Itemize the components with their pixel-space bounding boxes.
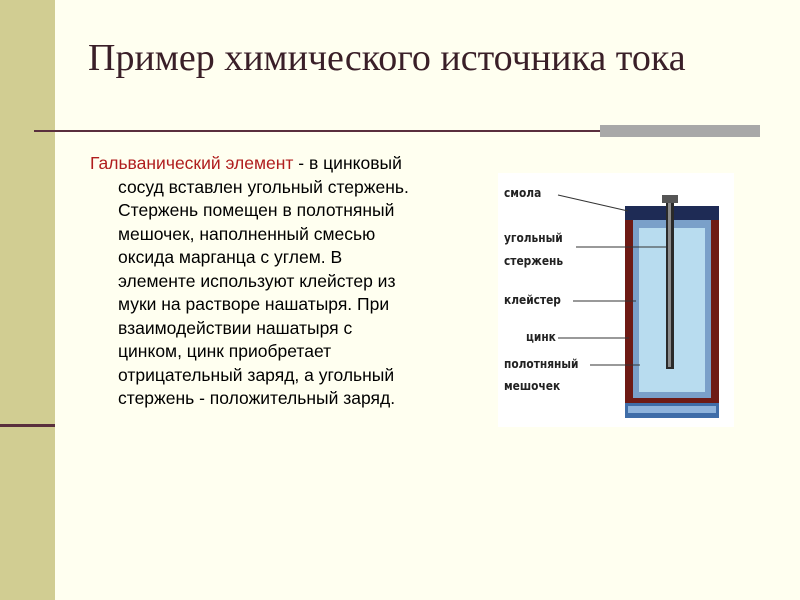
slide-body: Гальванический элемент - в цинковый сосу…: [90, 152, 420, 411]
label-zinc: цинк: [526, 329, 556, 344]
term-highlight: Гальванический элемент: [90, 153, 294, 173]
body-text: - в цинковый сосуд вставлен угольный сте…: [118, 153, 409, 408]
label-linen-bag-1: полотняный: [504, 356, 579, 371]
battery-illustration: [557, 194, 719, 418]
carbon-rod-shine: [668, 203, 671, 367]
label-resin: смола: [504, 185, 542, 200]
sidebar-divider: [0, 424, 55, 427]
label-paste: клейстер: [504, 292, 561, 307]
label-carbon-rod-1: угольный: [504, 230, 563, 245]
rod-cap: [662, 195, 678, 203]
slide-title: Пример химического источника тока: [88, 37, 686, 79]
leader-resin: [557, 194, 629, 212]
title-accent-block: [600, 125, 760, 137]
sidebar-decoration: [0, 0, 55, 600]
label-linen-bag-2: мешочек: [504, 378, 561, 393]
can-bottom-highlight: [628, 406, 716, 413]
label-carbon-rod-2: стержень: [504, 253, 564, 268]
body-paragraph: Гальванический элемент - в цинковый сосу…: [90, 152, 420, 411]
title-divider: [34, 130, 760, 132]
battery-diagram: смола угольный стержень клейстер цинк по…: [498, 173, 734, 427]
